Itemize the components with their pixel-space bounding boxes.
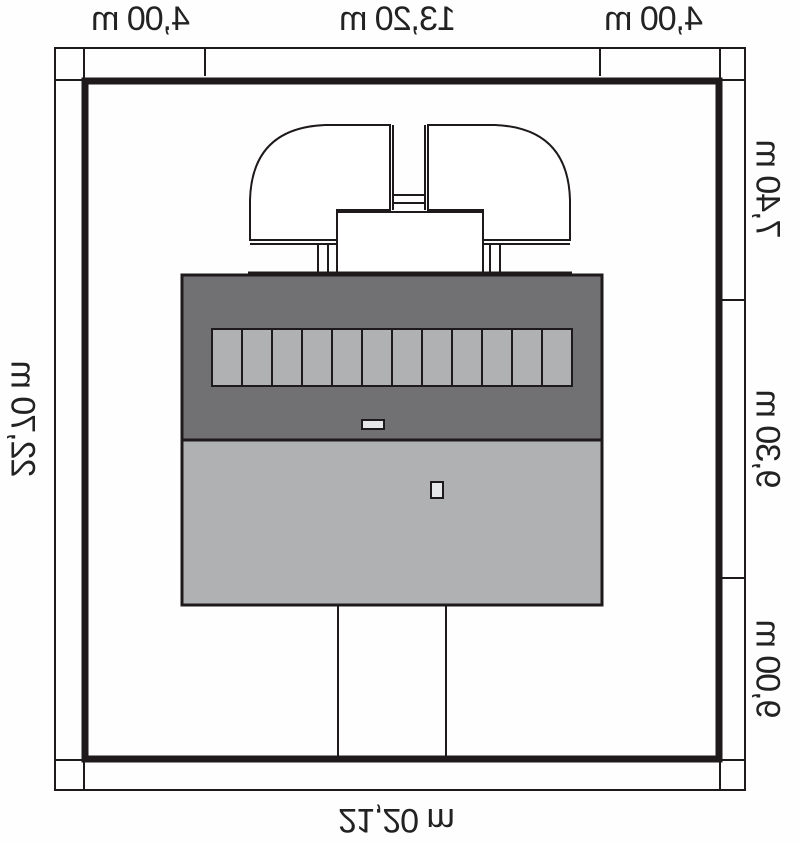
driveway <box>337 604 447 761</box>
dimension-top-right: 4,00 m <box>605 0 703 38</box>
terraces <box>248 124 572 277</box>
solar-panel <box>211 328 243 387</box>
dimension-right-middle: 9,30 m <box>748 390 787 489</box>
solar-panel <box>511 328 543 387</box>
solar-panel <box>541 328 573 387</box>
solar-panel <box>301 328 333 387</box>
dimension-bottom: 21,20 m <box>338 801 454 839</box>
chimney-vent <box>361 419 385 430</box>
solar-panel <box>451 328 483 387</box>
solar-panels <box>211 328 573 387</box>
dimension-top-left: 4,00 m <box>92 0 190 38</box>
solar-panel <box>241 328 273 387</box>
dimension-left: 22,70 m <box>3 361 42 478</box>
solar-panel <box>331 328 363 387</box>
dimension-right-bottom: 9,00 m <box>748 620 787 719</box>
solar-panel <box>391 328 423 387</box>
roof-light-section <box>180 438 604 607</box>
solar-panel <box>271 328 303 387</box>
outer-dimension-frame <box>54 47 746 791</box>
solar-panel <box>481 328 513 387</box>
dimension-top-center: 13,20 m <box>340 0 456 38</box>
solar-panel <box>421 328 453 387</box>
dimension-right-top: 7,40 m <box>748 140 787 239</box>
solar-panel <box>361 328 393 387</box>
roof-vent <box>430 481 444 499</box>
